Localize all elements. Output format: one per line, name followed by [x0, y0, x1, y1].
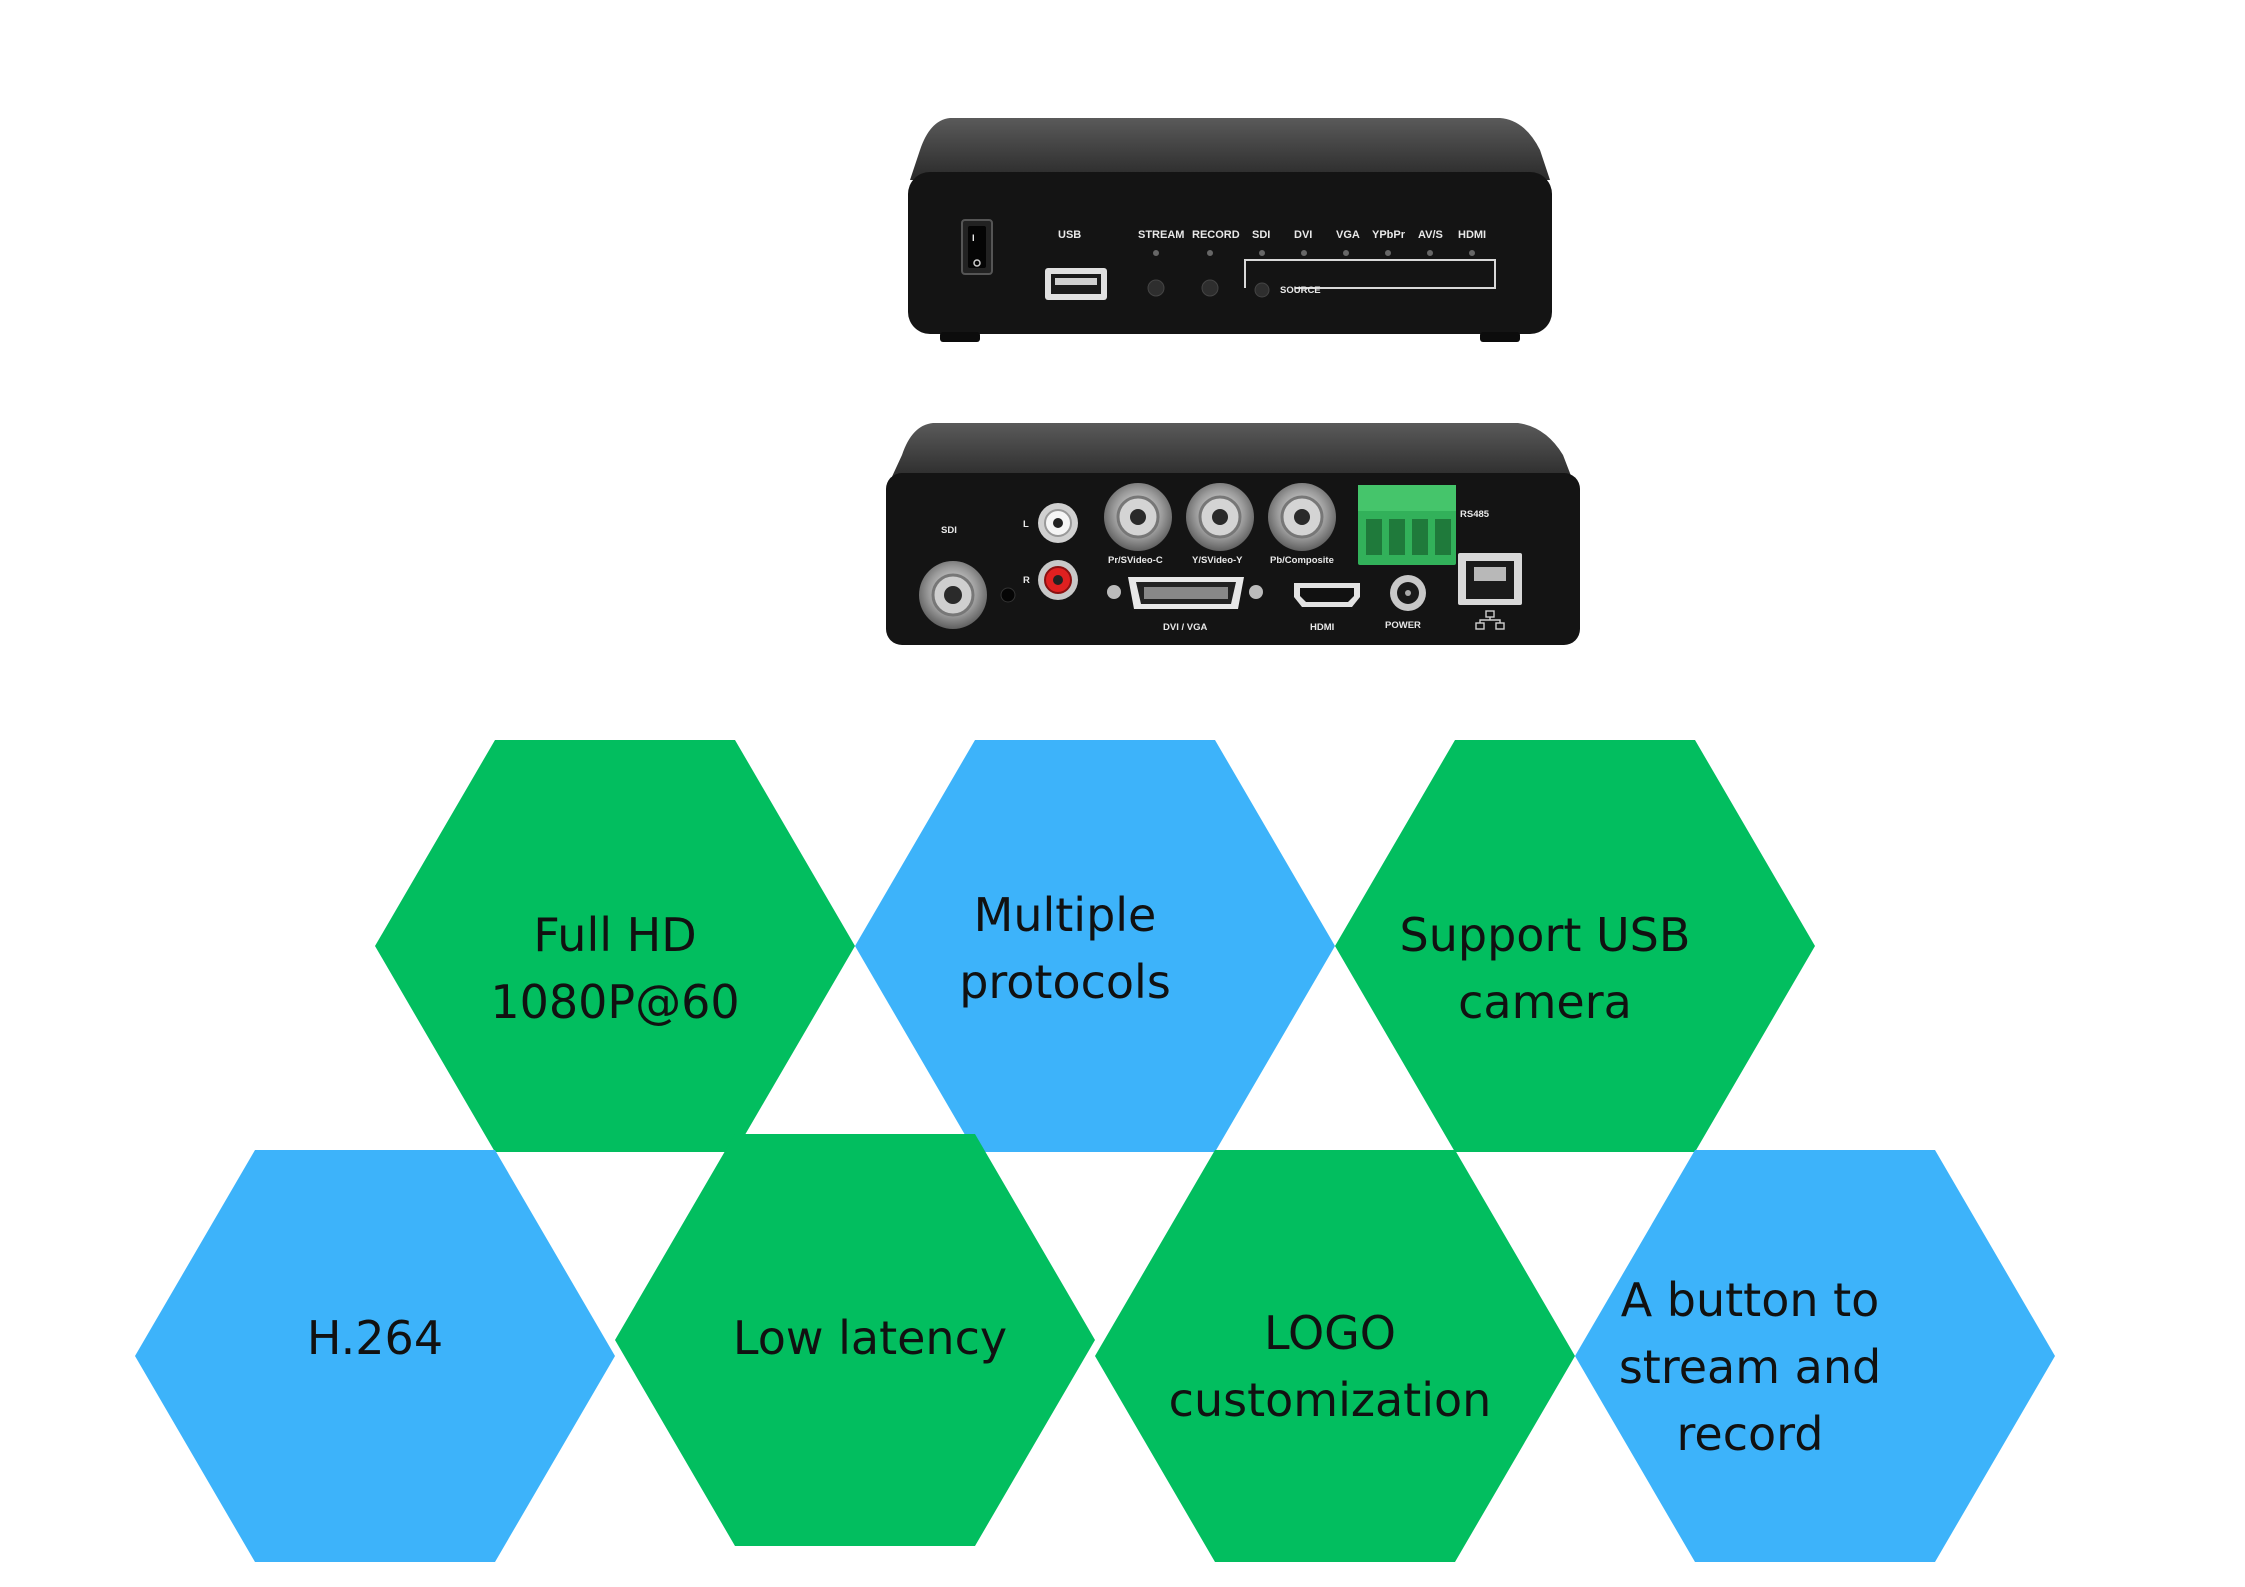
- back-dvi-vga-label: DVI / VGA: [1163, 622, 1207, 633]
- feature-hexagon-full-hd: Full HD 1080P@60: [375, 740, 855, 1152]
- ethernet-port-icon: [1458, 553, 1522, 605]
- back-power-label: POWER: [1385, 620, 1421, 631]
- hexagon-shape: [135, 1150, 615, 1562]
- feature-text-line: 1080P@60: [490, 975, 739, 1029]
- power-jack-icon: [1390, 575, 1426, 611]
- network-icon: [1475, 610, 1505, 630]
- back-y-label: Y/SVideo-Y: [1192, 555, 1243, 566]
- front-ypbpr-label: YPbPr: [1372, 229, 1406, 241]
- feature-text-line: A button to: [1621, 1273, 1880, 1327]
- hexagon-shape: [855, 740, 1335, 1152]
- feature-text-line: protocols: [959, 955, 1171, 1009]
- feature-text-line: customization: [1169, 1373, 1492, 1427]
- back-l-label: L: [1023, 519, 1029, 530]
- feature-hexagon-support-usb-camera: Support USB camera: [1335, 740, 1815, 1152]
- y-bnc-connector-icon: [1186, 483, 1254, 551]
- power-switch-icon: I: [961, 219, 993, 275]
- back-hdmi-label: HDMI: [1310, 622, 1334, 633]
- front-stream-label: STREAM: [1138, 229, 1184, 241]
- feature-hexagon-low-latency: Low latency: [615, 1134, 1095, 1546]
- source-button[interactable]: [1254, 282, 1270, 298]
- usb-port-icon: [1045, 268, 1107, 300]
- audio-right-rca-icon: [1038, 560, 1078, 600]
- back-rs485-label: RS485: [1460, 509, 1490, 520]
- front-sdi-label: SDI: [1252, 229, 1270, 241]
- feature-text-line: Support USB: [1400, 908, 1691, 962]
- feature-hexagon-multiple-protocols: Multiple protocols: [855, 740, 1335, 1152]
- sdi-bnc-connector-icon: [919, 561, 987, 629]
- hexagon-shape: [1575, 1150, 2055, 1562]
- hexagon-shape: [615, 1134, 1095, 1546]
- pb-bnc-connector-icon: [1268, 483, 1336, 551]
- hdmi-port-icon: [1294, 583, 1360, 607]
- feature-text-line: Full HD: [533, 908, 696, 962]
- front-avs-label: AV/S: [1418, 229, 1443, 241]
- dvi-vga-port-icon: [1107, 577, 1263, 609]
- feature-text-line: stream and: [1619, 1340, 1881, 1394]
- back-pb-label: Pb/Composite: [1270, 555, 1334, 566]
- feature-text-line: LOGO: [1264, 1306, 1396, 1360]
- feature-hexagon-one-button-stream-record: A button to stream and record: [1575, 1150, 2055, 1562]
- front-hdmi-label: HDMI: [1458, 229, 1486, 241]
- front-vga-label: VGA: [1336, 229, 1360, 241]
- feature-text-line: H.264: [307, 1311, 443, 1365]
- front-usb-label: USB: [1058, 229, 1081, 241]
- svg-text:I: I: [972, 233, 975, 244]
- hexagon-shape: [375, 740, 855, 1152]
- back-sdi-label: SDI: [941, 525, 957, 536]
- front-source-label: SOURCE: [1280, 285, 1321, 296]
- front-dvi-label: DVI: [1294, 229, 1312, 241]
- rs485-terminal-icon: [1358, 485, 1456, 565]
- feature-hexagon-h264: H.264: [135, 1150, 615, 1562]
- record-button[interactable]: [1201, 279, 1219, 297]
- back-pr-label: Pr/SVideo-C: [1108, 555, 1163, 566]
- device-front-panel: I USB STREAM RECORD SDI DVI VGA YPbPr AV…: [908, 118, 1552, 342]
- feature-text-line: Low latency: [733, 1311, 1007, 1365]
- stream-button[interactable]: [1147, 279, 1165, 297]
- back-r-label: R: [1023, 575, 1030, 586]
- feature-hexagon-logo-customization: LOGO customization: [1095, 1150, 1575, 1562]
- feature-text-line: Multiple: [974, 888, 1157, 942]
- pr-bnc-connector-icon: [1104, 483, 1172, 551]
- feature-text-line: camera: [1458, 975, 1632, 1029]
- hexagon-shape: [1095, 1150, 1575, 1562]
- device-back-panel: SDI L R Pr/SVideo-C Y/SVideo-Y Pb/Compos…: [886, 423, 1580, 645]
- feature-text-line: record: [1677, 1407, 1824, 1461]
- audio-left-rca-icon: [1038, 503, 1078, 543]
- front-record-label: RECORD: [1192, 229, 1240, 241]
- hexagon-shape: [1335, 740, 1815, 1152]
